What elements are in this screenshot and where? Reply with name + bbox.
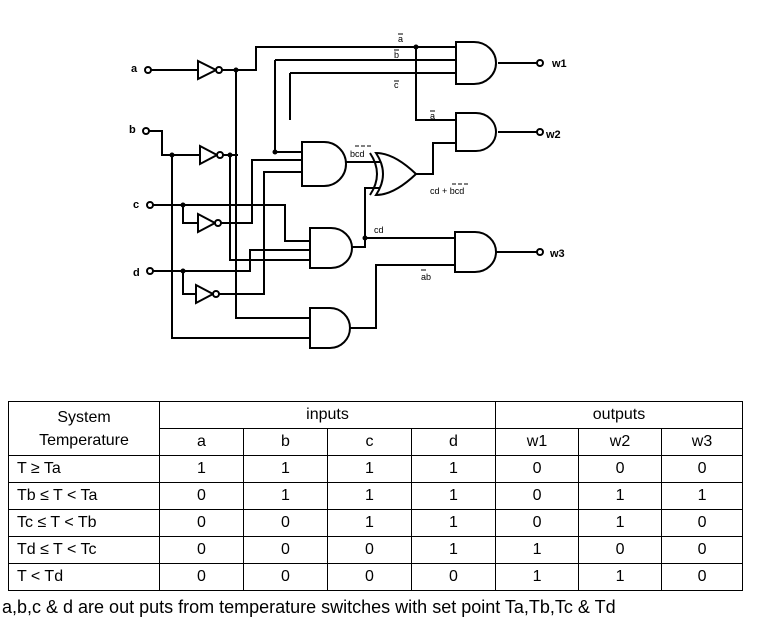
and-gate-a-bar-b [309, 307, 351, 349]
outputs-header: outputs [495, 401, 744, 429]
wire-label-cd-or-bcd-bar: cd + bcd [430, 186, 464, 196]
input-terminal-a [144, 66, 152, 74]
table-cell: 1 [495, 563, 580, 591]
system-temperature-header: System Temperature [8, 401, 160, 456]
table-cell: 1 [495, 536, 580, 564]
wire-label-b-bar: b [394, 50, 399, 60]
wire-label-c-bar: c [394, 80, 399, 90]
table-cell: 0 [578, 536, 663, 564]
table-cell: 1 [578, 509, 663, 537]
table-cell: 0 [495, 455, 580, 483]
table-row: Td ≤ T < Tc 0 0 0 1 1 0 0 [8, 536, 744, 564]
table-cell: 1 [243, 482, 328, 510]
wire-label-a-bar-2: a [430, 111, 435, 121]
table-row: T ≥ Ta 1 1 1 1 0 0 0 [8, 455, 744, 483]
input-label-d: d [133, 267, 140, 279]
table-cell: 1 [410, 482, 497, 510]
inputs-header: inputs [158, 401, 497, 429]
input-label-a: a [131, 63, 138, 75]
table-cell: 1 [327, 455, 412, 483]
table-cell: 0 [410, 563, 497, 591]
col-header-w1: w1 [495, 428, 580, 456]
output-label-w3: w3 [549, 248, 565, 260]
table-row: Tc ≤ T < Tb 0 0 1 1 0 1 0 [8, 509, 744, 537]
table-cell: 1 [327, 482, 412, 510]
inverter-d [153, 270, 220, 305]
row-label: Tc ≤ T < Tb [8, 509, 160, 537]
table-cell: 1 [410, 455, 497, 483]
output-terminal-w2 [536, 128, 544, 136]
output-label-w1: w1 [551, 58, 567, 70]
footnote: a,b,c & d are out puts from temperature … [2, 597, 616, 617]
table-cell: 1 [661, 482, 744, 510]
inverter-b [149, 130, 224, 166]
table-cell: 0 [661, 536, 744, 564]
table-cell: 0 [327, 563, 412, 591]
and-gate-w1 [455, 41, 497, 85]
table-cell: 1 [243, 455, 328, 483]
wire-label-cd: cd [374, 225, 384, 235]
and-gate-w3 [454, 231, 497, 273]
junction-dots [169, 44, 419, 274]
table-row: Tb ≤ T < Ta 0 1 1 1 0 1 1 [8, 482, 744, 510]
inverter-a [151, 59, 223, 81]
wire-label-a-bar-b: ab [421, 272, 431, 282]
table-cell: 0 [159, 536, 244, 564]
table-cell: 0 [661, 509, 744, 537]
table-cell: 0 [243, 536, 328, 564]
table-cell: 0 [243, 563, 328, 591]
input-label-c: c [133, 199, 139, 211]
wire-label-bcd-bar: bcd [350, 149, 365, 159]
and-gate-bcd [301, 141, 347, 187]
output-terminal-w1 [536, 59, 544, 67]
input-terminal-b [142, 127, 150, 135]
col-header-a: a [159, 428, 244, 456]
row-label: T < Td [8, 563, 160, 591]
col-header-c: c [327, 428, 412, 456]
col-header-w3: w3 [661, 428, 744, 456]
table-cell: 1 [578, 563, 663, 591]
circuit-wires [162, 46, 538, 339]
logic-circuit: a b c d [129, 33, 567, 349]
input-label-b: b [129, 124, 136, 136]
output-terminal-w3 [536, 248, 544, 256]
row-label: T ≥ Ta [8, 455, 160, 483]
inverter-c [153, 204, 222, 234]
table-cell: 0 [495, 509, 580, 537]
table-cell: 1 [410, 536, 497, 564]
table-cell: 0 [495, 482, 580, 510]
table-cell: 1 [578, 482, 663, 510]
row-label: Td ≤ T < Tc [8, 536, 160, 564]
table-cell: 0 [578, 455, 663, 483]
table-cell: 0 [159, 509, 244, 537]
table-row: T < Td 0 0 0 0 1 1 0 [8, 563, 744, 591]
table-cell: 0 [661, 455, 744, 483]
table-cell: 1 [327, 509, 412, 537]
input-terminal-c [146, 201, 154, 209]
wire-label-a-bar: a [398, 34, 403, 44]
output-label-w2: w2 [545, 129, 561, 141]
truth-table: System Temperature inputs outputs a b c … [8, 401, 744, 591]
or-gate-inner-arc [369, 152, 378, 196]
table-cell: 0 [661, 563, 744, 591]
col-header-w2: w2 [578, 428, 663, 456]
row-label: Tb ≤ T < Ta [8, 482, 160, 510]
table-cell: 0 [159, 563, 244, 591]
table-cell: 1 [410, 509, 497, 537]
input-terminal-d [146, 267, 154, 275]
table-cell: 0 [327, 536, 412, 564]
or-gate [374, 151, 418, 197]
and-gate-w2 [455, 112, 497, 152]
col-header-d: d [410, 428, 497, 456]
table-cell: 0 [159, 482, 244, 510]
and-gate-cd [309, 227, 353, 269]
col-header-b: b [243, 428, 328, 456]
table-cell: 1 [159, 455, 244, 483]
table-cell: 0 [243, 509, 328, 537]
